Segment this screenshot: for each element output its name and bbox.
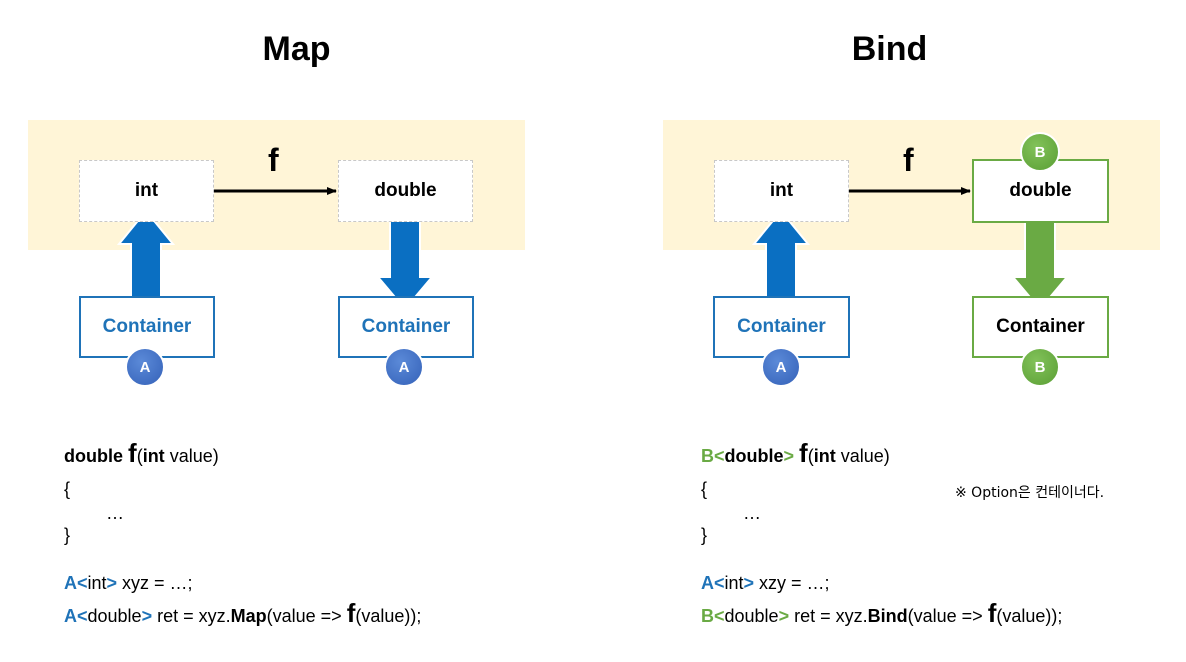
map-container-left: Container — [79, 296, 215, 358]
bind-code-ellipsis: … — [743, 503, 761, 523]
bind-container-left-label: Container — [737, 316, 826, 337]
bind-code-signature: B<double> f(int value) — [701, 438, 890, 468]
bind-note: ※ Option은 컨테이너다. — [955, 485, 1105, 501]
bind-badge-top: B — [1020, 132, 1060, 172]
map-title: Map — [262, 30, 331, 68]
bind-int-label: int — [769, 180, 794, 201]
bind-down-arrow — [1010, 219, 1070, 311]
map-double-label: double — [374, 180, 437, 201]
map-container-right-label: Container — [361, 316, 451, 337]
map-badge-right: A — [384, 347, 424, 387]
map-panel: Map int double f Container Container A A… — [28, 30, 525, 626]
map-f-label: f — [268, 142, 279, 178]
map-down-arrow — [375, 219, 435, 311]
bind-arrows — [751, 187, 1070, 311]
bind-badge-right: B — [1020, 347, 1060, 387]
map-code-brace-close: } — [64, 525, 71, 545]
map-code-brace-open: { — [64, 479, 71, 499]
map-arrows — [116, 187, 435, 311]
bind-panel: Bind int double B f Container Container … — [593, 0, 1186, 662]
map-badge-left: A — [125, 347, 165, 387]
bind-code-line1: A<int> xzy = …; — [701, 573, 830, 593]
bind-code: B<double> f(int value) { … } A<int> xzy … — [701, 440, 1062, 626]
map-code-ellipsis: … — [106, 503, 124, 523]
map-up-arrow — [116, 209, 176, 309]
map-double-box: double — [338, 160, 473, 222]
bind-code-brace-close: } — [701, 525, 708, 545]
map-code-line1: A<int> xyz = …; — [64, 573, 193, 593]
map-int-box: int — [79, 160, 214, 222]
map-int-label: int — [134, 180, 159, 201]
bind-double-label: double — [1009, 180, 1072, 201]
bind-container-right-label: Container — [996, 316, 1085, 337]
map-code-signature: double f(int value) — [64, 438, 219, 468]
map-container-left-label: Container — [102, 316, 192, 337]
bind-code-line2: B<double> ret = xyz.Bind(value => f(valu… — [701, 598, 1063, 628]
bind-f-label: f — [903, 142, 914, 178]
bind-up-arrow — [751, 209, 811, 309]
map-code-line2: A<double> ret = xyz.Map(value => f(value… — [64, 598, 422, 628]
bind-code-brace-open: { — [701, 479, 708, 499]
bind-int-box: int — [714, 160, 849, 222]
bind-badge-left: A — [761, 347, 801, 387]
map-code: double f(int value) { … } A<int> xyz = …… — [64, 440, 421, 626]
bind-title: Bind — [851, 30, 928, 68]
